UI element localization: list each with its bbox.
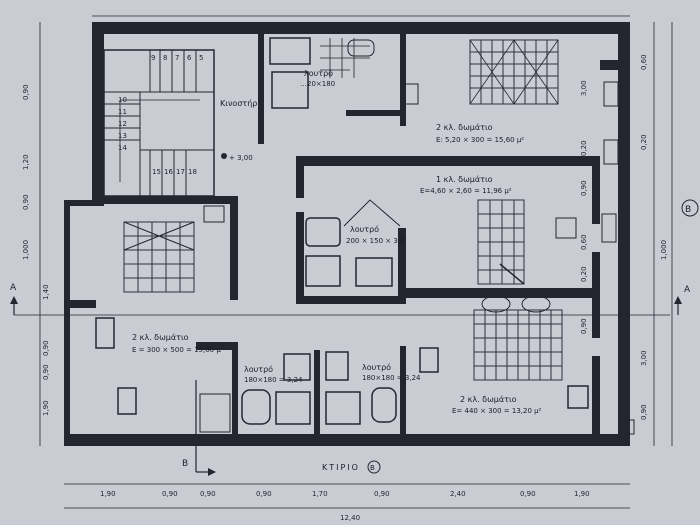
bath-fixtures-top — [269, 37, 419, 109]
building-caption: ΚΤΙΡΙΟ B — [322, 460, 381, 474]
bath-center-size: 200 × 150 × 3,0 — [346, 237, 405, 245]
building-id-circle-right: B — [685, 205, 691, 215]
stair-step: 8 — [163, 54, 167, 62]
stair-step: 7 — [175, 54, 179, 62]
dim-right: 0,20 — [640, 134, 648, 150]
stair-step: 5 — [199, 54, 203, 62]
bath-fixtures-center — [305, 199, 401, 287]
dims-bottom: 1,90 0,90 0,90 0,90 1,70 0,90 2,40 0,90 … — [100, 490, 590, 522]
beds-left — [95, 205, 225, 415]
level-marker-icon — [221, 153, 227, 159]
level-mark: + 3,00 — [229, 154, 253, 162]
dim-bottom: 0,90 — [374, 490, 390, 498]
exterior-walls — [64, 22, 630, 446]
dim-left: 1,000 — [22, 240, 30, 260]
bedroom-left-area: E = 300 × 500 = 15,00 μ² — [132, 346, 224, 354]
room-labels: λουτρό …20×180 2 κλ. δωμάτιο E: 5,20 × 3… — [132, 68, 542, 415]
bath-lower-b-size: 180×180 = 3,24 — [362, 374, 421, 382]
building-id: B — [370, 464, 375, 472]
bath-fixtures-lower — [199, 351, 397, 433]
dim-right: 0,90 — [580, 318, 588, 334]
section-mark-left: A — [10, 283, 17, 293]
dim-left: 0,90 — [22, 194, 30, 210]
dim-bottom: 0,90 — [520, 490, 536, 498]
bedroom-bottom-right-area: E= 440 × 300 = 13,20 μ² — [452, 407, 542, 415]
stair-step: 9 — [151, 54, 155, 62]
bath-lower-b-name: λουτρό — [362, 362, 391, 372]
beds-bottom-right — [419, 295, 635, 435]
stair-step: 12 — [118, 120, 127, 128]
dim-right: 0,90 — [640, 404, 648, 420]
stair-step: 10 — [118, 96, 127, 104]
stair-step: 6 — [187, 54, 192, 62]
bath-lower-a-name: λουτρό — [244, 364, 273, 374]
dim-right-total: 1,000 — [660, 240, 668, 260]
stair-step: 16 — [164, 168, 173, 176]
building-label: ΚΤΙΡΙΟ — [322, 463, 360, 472]
dim-left: 0,90 — [22, 84, 30, 100]
dim-bottom: 1,90 — [574, 490, 590, 498]
staircase — [103, 49, 215, 197]
dim-right: 0,90 — [580, 180, 588, 196]
dim-right: 3,00 — [640, 350, 648, 366]
dim-bottom: 0,90 — [256, 490, 272, 498]
bedroom-bottom-right-name: 2 κλ. δωμάτιο — [460, 395, 517, 404]
bath-top-name: λουτρό — [304, 68, 333, 78]
dim-bottom: 1,90 — [100, 490, 116, 498]
stair-step: 17 — [176, 168, 185, 176]
dim-right: 0,60 — [640, 54, 648, 70]
section-mark-bottom: B — [182, 459, 188, 469]
dimension-lines — [39, 15, 673, 509]
stair-step: 11 — [118, 108, 127, 116]
interior-walls — [64, 34, 600, 434]
beds-top-right — [469, 39, 619, 165]
dim-bottom: 0,90 — [162, 490, 178, 498]
dims-left: 0,90 1,20 0,90 1,000 1,40 0,90 0,90 1,90 — [22, 84, 50, 416]
stair-step: 14 — [118, 144, 127, 152]
bedroom-top-right-area: E: 5,20 × 300 = 15,60 μ² — [436, 136, 524, 144]
stair-step-numbers: 9 8 7 6 5 10 11 12 13 14 15 16 17 18 — [118, 54, 203, 176]
bedroom-left-name: 2 κλ. δωμάτιο — [132, 333, 189, 342]
section-markers: A A B B — [10, 199, 699, 476]
dim-left: 1,20 — [22, 154, 30, 170]
dim-bottom: 2,40 — [450, 490, 466, 498]
stair-step: 13 — [118, 132, 127, 140]
dim-bottom: 0,90 — [200, 490, 216, 498]
dim-right: 3,00 — [580, 80, 588, 96]
staircase-label: Κινοστήρ — [220, 99, 257, 108]
dim-bottom: 1,70 — [312, 490, 328, 498]
bedroom-1-name: 1 κλ. δωμάτιο — [436, 175, 493, 184]
dim-left: 1,40 — [42, 284, 50, 300]
section-mark-right: A — [684, 285, 691, 295]
dim-right: 0,60 — [580, 234, 588, 250]
bed-bedroom-1 — [477, 199, 617, 285]
dim-left: 1,90 — [42, 400, 50, 416]
dims-right: 3,00 0,20 0,90 0,60 0,20 0,90 0,60 0,20 … — [580, 54, 668, 420]
bath-lower-a-size: 180×180 = 3,24 — [244, 376, 303, 384]
dim-right: 0,20 — [580, 140, 588, 156]
dim-left: 0,90 — [42, 340, 50, 356]
dim-total: 12,40 — [340, 514, 360, 522]
bath-center-name: λουτρό — [350, 224, 379, 234]
bedroom-top-right-name: 2 κλ. δωμάτιο — [436, 123, 493, 132]
dim-right: 0,20 — [580, 266, 588, 282]
bath-top-size: …20×180 — [300, 80, 335, 88]
bedroom-1-area: E=4,60 × 2,60 = 11,96 μ² — [420, 187, 512, 195]
stair-step: 15 — [152, 168, 161, 176]
dim-left: 0,90 — [42, 364, 50, 380]
stair-step: 18 — [188, 168, 197, 176]
